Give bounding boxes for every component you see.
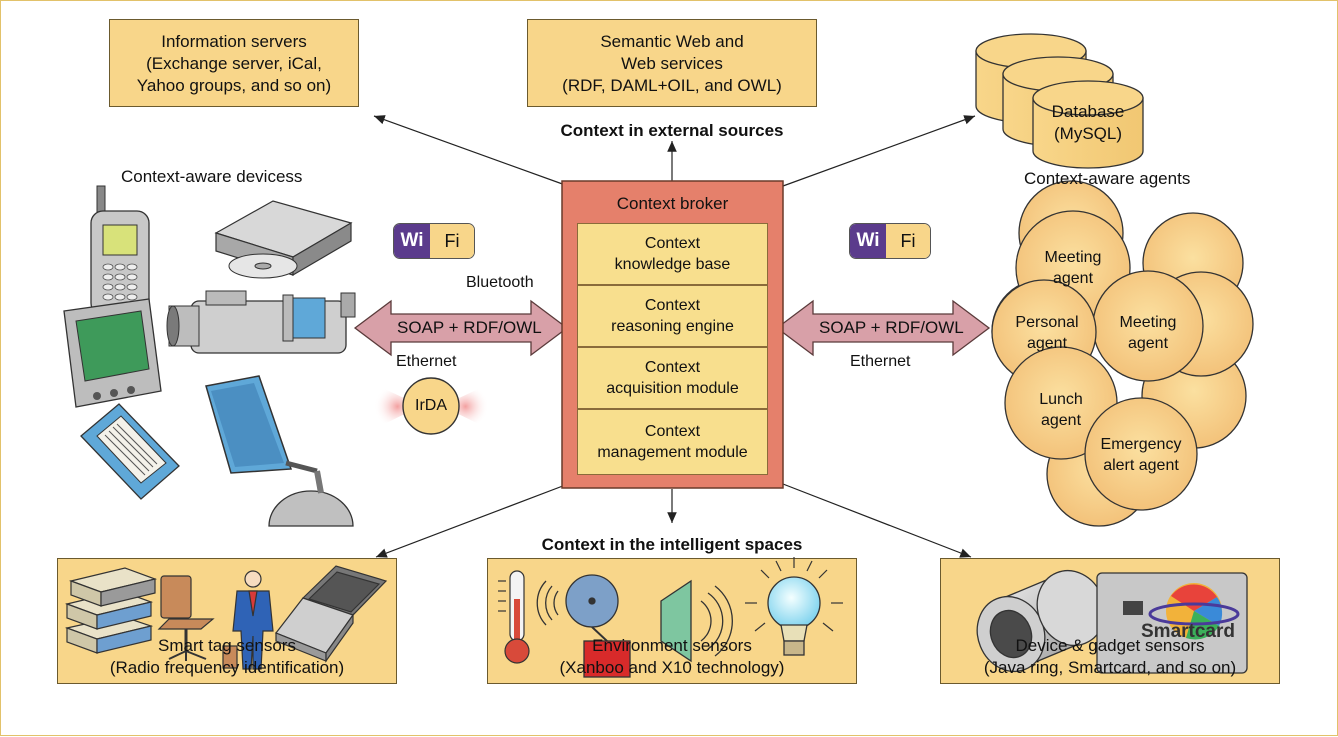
semantic-web-line1: Semantic Web and xyxy=(600,32,744,51)
context-aware-devices-heading: Context-aware devicess xyxy=(121,167,303,186)
ebook-reader-icon xyxy=(80,403,180,500)
personal-agent: Personal agent xyxy=(1007,312,1087,354)
wifi-right-wi: Wi xyxy=(850,224,886,258)
thermometer-icon xyxy=(498,570,530,664)
reasoning-engine-module: Context reasoning engine xyxy=(577,285,768,347)
context-broker-title: Context broker xyxy=(616,194,729,213)
ethernet-right-label: Ethernet xyxy=(850,353,911,370)
smart-tag-line2: (Radio frequency identification) xyxy=(109,658,345,677)
wifi-left-fi: Fi xyxy=(430,224,474,258)
light-bulb-icon xyxy=(745,557,843,656)
semantic-web-line3: (RDF, DAML+OIL, and OWL) xyxy=(562,76,782,95)
info-servers-line2: (Exchange server, iCal, xyxy=(146,54,322,73)
knowledge-base-line2: knowledge base xyxy=(614,256,731,273)
smart-tag-line1: Smart tag sensors xyxy=(158,636,296,655)
meeting-top-line1: Meeting xyxy=(1044,249,1102,266)
meeting-agent-top: Meeting agent xyxy=(1033,247,1113,289)
database-label-line1: Database xyxy=(1051,102,1125,121)
information-servers-box: Information servers (Exchange server, iC… xyxy=(109,19,359,107)
pda-icon xyxy=(63,298,162,408)
external-sources-heading: Context in external sources xyxy=(560,121,784,140)
context-aware-agents-heading: Context-aware agents xyxy=(1024,169,1191,188)
connector-to-info-servers xyxy=(373,115,569,187)
connector-to-database xyxy=(782,115,976,187)
bluetooth-label: Bluetooth xyxy=(466,274,534,291)
semantic-web-box: Semantic Web and Web services (RDF, DAML… xyxy=(527,19,817,107)
wifi-logo-right: Wi Fi xyxy=(849,223,931,259)
flat-monitor-icon xyxy=(205,375,354,527)
management-module: Context management module xyxy=(577,409,768,475)
laptop-icon xyxy=(275,565,388,663)
reasoning-engine-line2: reasoning engine xyxy=(611,318,734,335)
personal-line1: Personal xyxy=(1015,314,1079,331)
environment-line1: Environment sensors xyxy=(592,636,752,655)
environment-caption: Environment sensors (Xanboo and X10 tech… xyxy=(487,635,857,679)
management-line2: management module xyxy=(597,444,748,461)
emergency-line1: Emergency xyxy=(1100,436,1182,453)
lunch-line1: Lunch xyxy=(1039,391,1083,408)
right-double-arrow xyxy=(775,299,991,357)
wifi-logo-left: Wi Fi xyxy=(393,223,475,259)
connector-to-smart-tag xyxy=(375,483,569,558)
meeting-right-line2: agent xyxy=(1127,335,1169,352)
device-gadget-line2: (Java ring, Smartcard, and so on) xyxy=(983,658,1237,677)
wifi-right-fi: Fi xyxy=(886,224,930,258)
books-icon xyxy=(64,567,158,654)
management-line1: Context xyxy=(644,423,701,440)
lunch-line2: agent xyxy=(1040,412,1082,429)
environment-line2: (Xanboo and X10 technology) xyxy=(559,658,785,677)
agent-cluster xyxy=(991,180,1254,527)
semantic-web-line2: Web services xyxy=(621,54,723,73)
database-label: Database (MySQL) xyxy=(1033,101,1143,145)
info-servers-line3: Yahoo groups, and so on) xyxy=(136,76,332,95)
emergency-alert-agent: Emergency alert agent xyxy=(1091,434,1191,476)
reasoning-engine-line1: Context xyxy=(644,297,701,314)
meeting-top-line2: agent xyxy=(1052,270,1094,287)
smart-tag-caption: Smart tag sensors (Radio frequency ident… xyxy=(57,635,397,679)
irda-icon xyxy=(374,377,489,435)
lunch-agent: Lunch agent xyxy=(1021,389,1101,431)
intelligent-spaces-heading: Context in the intelligent spaces xyxy=(541,535,803,554)
connector-to-device-gadget xyxy=(782,483,972,558)
device-gadget-line1: Device & gadget sensors xyxy=(1015,636,1205,655)
cell-phone-icon xyxy=(90,185,150,316)
personal-line2: agent xyxy=(1026,335,1068,352)
info-servers-line1: Information servers xyxy=(161,32,307,51)
dvd-player-icon xyxy=(214,200,353,279)
person-icon xyxy=(222,570,274,670)
java-ring-icon xyxy=(976,570,1106,672)
knowledge-base-module: Context knowledge base xyxy=(577,223,768,285)
database-label-line2: (MySQL) xyxy=(1054,124,1122,143)
acquisition-module: Context acquisition module xyxy=(577,347,768,409)
right-protocol-label: SOAP + RDF/OWL xyxy=(819,318,964,337)
smartcard-brand-text: Smartcard xyxy=(1141,621,1235,642)
database-icon xyxy=(975,33,1144,169)
office-chair-icon xyxy=(157,575,215,661)
meeting-right-line1: Meeting xyxy=(1119,314,1177,331)
left-protocol-label: SOAP + RDF/OWL xyxy=(397,318,542,337)
ethernet-left-label: Ethernet xyxy=(396,353,457,370)
speaker-icon xyxy=(660,579,733,663)
knowledge-base-line1: Context xyxy=(644,235,701,252)
device-gadget-caption: Device & gadget sensors (Java ring, Smar… xyxy=(940,635,1280,679)
acquisition-line1: Context xyxy=(644,359,701,376)
acquisition-line2: acquisition module xyxy=(606,380,739,397)
smartcard-icon xyxy=(1096,572,1248,674)
alarm-bell-icon xyxy=(536,574,631,678)
emergency-line2: alert agent xyxy=(1103,457,1179,474)
irda-label: IrDA xyxy=(415,397,447,414)
wifi-left-wi: Wi xyxy=(394,224,430,258)
camcorder-icon xyxy=(166,290,356,354)
meeting-agent-right: Meeting agent xyxy=(1108,312,1188,354)
